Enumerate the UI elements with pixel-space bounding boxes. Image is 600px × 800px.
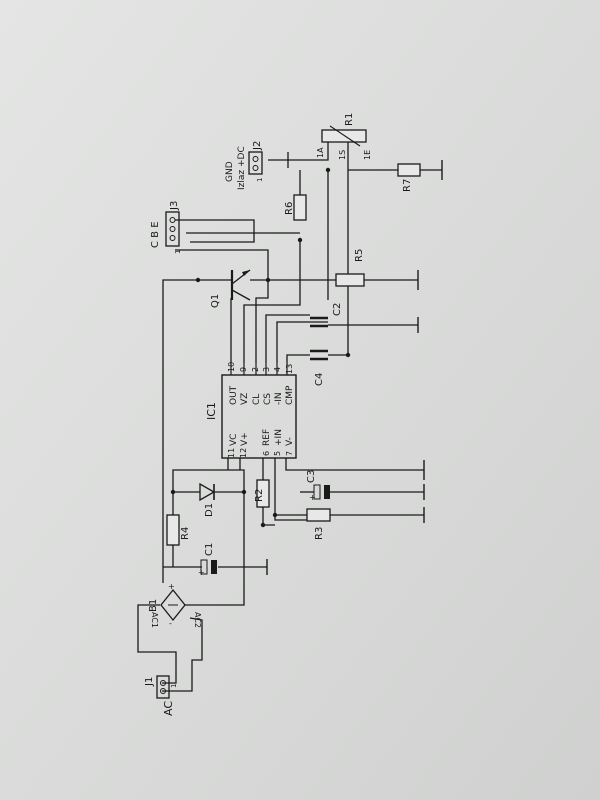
b1-plus: +	[168, 582, 175, 591]
j3-pin1: 1	[174, 250, 182, 254]
c4-capacitor: C4	[310, 349, 328, 386]
q1-transistor: Q1	[210, 269, 251, 308]
b1-minus: -	[169, 619, 172, 628]
r4-label: R4	[180, 527, 191, 540]
j2-label: J2	[252, 141, 263, 151]
ac1-label: AC1	[150, 612, 159, 628]
c3-plus: +	[309, 493, 316, 502]
ic1-pin-vz: VZ	[240, 393, 250, 405]
pin-num-13: 13	[285, 364, 294, 374]
j1-connector: J1 1 AC	[144, 675, 178, 716]
ic1-pin-cmp: CMP	[285, 385, 295, 405]
j1-label: J1	[144, 677, 155, 687]
r5-label: R5	[354, 249, 365, 262]
j2-pin1: 1	[256, 178, 264, 182]
c2-capacitor: C2	[310, 303, 343, 328]
r1-shunt-resistor: R1 1A 1S 1E	[316, 113, 372, 160]
r1-label: R1	[344, 113, 355, 126]
c3-label: C3	[306, 470, 317, 483]
ic1-pin-vplus: V+	[240, 432, 250, 446]
r1-pin-1s: 1S	[338, 150, 347, 160]
r4-resistor: R4	[166, 514, 191, 546]
b1-bridge-rectifier: B1 AC1 AC2 + -	[148, 582, 202, 628]
r1-pin-1e: 1E	[363, 150, 372, 160]
gnd-label: GND	[225, 161, 235, 182]
ic1-pin-vminus: V-	[285, 437, 295, 446]
ac2-label: AC2	[193, 612, 202, 628]
ic1-chip: IC1 VC V+ REF +IN V- OUT VZ CL CS -IN CM…	[205, 362, 297, 459]
junction-dots	[170, 167, 351, 528]
output-label: Izlaz +DC	[237, 146, 247, 190]
r3-resistor: R3	[306, 508, 331, 540]
r5-resistor: R5	[335, 249, 365, 287]
ic1-pin-inplus: +IN	[274, 429, 284, 446]
pin-num-11: 11	[227, 448, 236, 458]
r7-label: R7	[402, 179, 413, 192]
b1-label: B1	[148, 599, 159, 612]
ac-label: AC	[162, 701, 175, 716]
c1-capacitor: C1 +	[198, 543, 217, 577]
j1-pin1: 1	[170, 684, 178, 688]
c1-plus: +	[198, 568, 205, 577]
c3-capacitor: C3 +	[306, 470, 330, 502]
ic1-pin-cs: CS	[263, 393, 273, 405]
pin-num-12: 12	[239, 448, 248, 458]
j3-pin-names: C B E	[150, 221, 161, 248]
ic1-pin-out: OUT	[229, 385, 239, 405]
c2-label: C2	[332, 303, 343, 316]
ic1-label: IC1	[205, 402, 218, 420]
ic1-pin-vc: VC	[229, 434, 239, 446]
j3-label: J3	[169, 201, 180, 211]
pin-num-5: 5	[273, 451, 282, 456]
wires	[137, 130, 442, 692]
r6-label: R6	[284, 202, 295, 215]
r7-resistor: R7	[397, 163, 421, 192]
c1-label: C1	[204, 543, 215, 556]
ground-symbols	[266, 160, 443, 575]
c4-label: C4	[314, 373, 325, 386]
d1-label: D1	[204, 503, 215, 517]
ic1-pin-inminus: -IN	[274, 392, 284, 405]
pin-num-7: 7	[285, 451, 294, 456]
r2-resistor: R2	[254, 479, 270, 508]
r3-label: R3	[314, 527, 325, 540]
pin-num-6: 6	[262, 451, 271, 456]
r2-label: R2	[254, 489, 265, 502]
d1-diode: D1	[199, 482, 216, 517]
r1-pin-1a: 1A	[316, 147, 325, 158]
ic1-pin-ref: REF	[262, 429, 272, 446]
j3-connector: J3 C B E 1	[150, 201, 182, 254]
ic1-pin-cl: CL	[252, 394, 262, 405]
j2-connector: J2 GND Izlaz +DC 1	[225, 141, 264, 190]
r6-resistor: R6	[284, 194, 307, 221]
q1-label: Q1	[210, 294, 221, 308]
